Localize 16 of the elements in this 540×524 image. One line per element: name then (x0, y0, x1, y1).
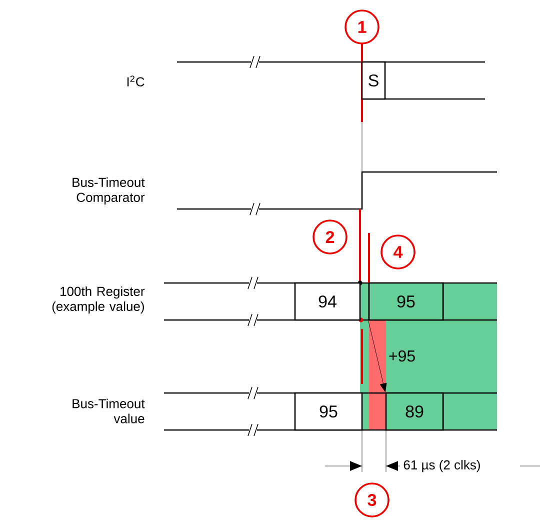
arrow (368, 320, 387, 392)
value-box: 89 (385, 392, 444, 431)
signal-name: Bus-Timeout Comparator (72, 177, 145, 205)
callout-number: 4 (380, 234, 416, 270)
signal-name: I$^{2}$C (127, 76, 144, 86)
callout-number: 3 (354, 482, 390, 518)
dimension-label: 61 µs (2 clks) (404, 460, 480, 472)
value-box: S (361, 61, 386, 100)
callout-number: 1 (344, 10, 380, 44)
signal-name: 100th Register (example value) (52, 286, 145, 314)
callout-number: 2 (312, 220, 348, 254)
edge-label: +95 (389, 350, 415, 362)
value-box: 95 (368, 282, 444, 321)
signal-name: Bus-Timeout value (72, 398, 145, 424)
value-box: 94 (294, 282, 361, 321)
value-box: 95 (294, 392, 363, 431)
